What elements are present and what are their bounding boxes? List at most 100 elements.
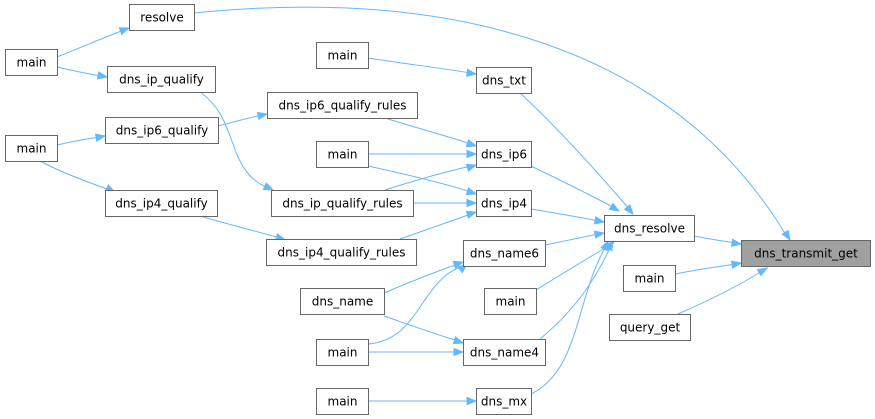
edge-line: [367, 265, 464, 345]
node-label: main: [328, 395, 358, 409]
edge-dns_mx-to-dns_resolve: [530, 239, 609, 395]
node-dns-name[interactable]: dns_name: [300, 288, 385, 315]
node-box[interactable]: [476, 67, 532, 94]
edge-line: [199, 215, 281, 239]
node-main-c[interactable]: main: [316, 42, 369, 69]
edge-dns_ip_qualify_rules-to-dns_ip6: [384, 163, 478, 191]
edge-main_c-to-dns_txt: [367, 57, 478, 77]
edge-dns_ip6_qualify-to-dns_ip6_qualify_rules: [217, 111, 269, 127]
node-box[interactable]: [316, 339, 369, 366]
arrowhead-icon: [453, 347, 465, 357]
node-main-h[interactable]: main: [623, 265, 676, 292]
node-box[interactable]: [476, 141, 532, 168]
node-dns-ip4[interactable]: dns_ip4: [476, 190, 532, 217]
edge-dns_ip4-to-dns_resolve: [530, 208, 606, 225]
arrowhead-icon: [465, 139, 478, 148]
node-dns-mx[interactable]: dns_mx: [476, 388, 532, 415]
node-box[interactable]: [129, 4, 195, 31]
node-dns-resolve[interactable]: dns_resolve: [604, 215, 695, 242]
edge-line: [399, 213, 472, 240]
edge-line: [530, 245, 607, 395]
node-label: dns_resolve: [614, 222, 685, 236]
node-dns-txt[interactable]: dns_txt: [476, 67, 532, 94]
node-dns-ip6-qualify[interactable]: dns_ip6_qualify: [105, 117, 219, 144]
arrowhead-icon: [94, 133, 107, 142]
node-box[interactable]: [267, 92, 418, 119]
node-box[interactable]: [476, 388, 532, 415]
arrowhead-icon: [452, 336, 465, 345]
edge-main_d-to-dns_ip6: [367, 149, 478, 159]
node-box[interactable]: [484, 288, 537, 315]
node-box[interactable]: [5, 135, 58, 162]
node-dns-name6[interactable]: dns_name6: [463, 240, 546, 267]
edge-line: [539, 245, 612, 340]
node-box[interactable]: [609, 314, 691, 341]
node-main-b[interactable]: main: [5, 135, 58, 162]
node-main-e[interactable]: main: [316, 339, 369, 366]
arrowhead-icon: [730, 260, 743, 269]
arrowhead-icon: [262, 182, 275, 191]
node-label: query_get: [620, 321, 681, 335]
edge-line: [383, 263, 459, 294]
edge-line: [530, 208, 600, 222]
edge-main_h-to-dns_transmit_get: [674, 260, 743, 275]
node-box[interactable]: [316, 141, 369, 168]
node-box[interactable]: [300, 288, 385, 315]
node-resolve[interactable]: resolve: [129, 4, 195, 31]
edge-main_a-to-resolve: [56, 27, 131, 58]
node-dns-ip6-qualify-rules[interactable]: dns_ip6_qualify_rules: [267, 92, 418, 119]
node-label: dns_mx: [481, 395, 527, 409]
edge-dns_name-to-dns_name6: [383, 260, 465, 294]
node-box[interactable]: [623, 265, 676, 292]
node-box[interactable]: [316, 42, 369, 69]
node-dns-ip4-qualify-rules[interactable]: dns_ip4_qualify_rules: [266, 239, 417, 266]
arrowhead-icon: [256, 111, 269, 121]
node-main-a[interactable]: main: [5, 49, 58, 76]
edge-line: [674, 263, 737, 275]
edge-line: [535, 244, 611, 291]
node-box[interactable]: [5, 49, 58, 76]
node-box[interactable]: [266, 239, 417, 266]
edge-line: [677, 270, 763, 315]
node-main-g[interactable]: main: [316, 388, 369, 415]
arrowhead-icon: [465, 163, 478, 172]
edge-dns_ip6-to-dns_resolve: [530, 165, 621, 212]
node-box[interactable]: [604, 215, 695, 242]
node-box[interactable]: [107, 66, 216, 93]
edge-line: [56, 29, 125, 58]
edge-main_d-to-dns_ip4: [367, 165, 478, 196]
node-dns-ip6[interactable]: dns_ip6: [476, 141, 532, 168]
node-box[interactable]: [741, 240, 871, 267]
node-label: resolve: [140, 11, 183, 25]
edges-layer: [39, 6, 791, 406]
node-box[interactable]: [463, 339, 546, 366]
edge-line: [383, 315, 459, 342]
node-query-get[interactable]: query_get: [609, 314, 691, 341]
arrowhead-icon: [600, 239, 609, 252]
node-box[interactable]: [316, 388, 369, 415]
node-label: main: [328, 49, 358, 63]
node-label: dns_name4: [470, 346, 539, 360]
node-main-d[interactable]: main: [316, 141, 369, 168]
node-dns-ip-qualify-rules[interactable]: dns_ip_qualify_rules: [271, 190, 414, 217]
node-dns-transmit-get[interactable]: dns_transmit_get: [741, 240, 871, 267]
nodes-layer: dns_transmit_get resolve main dns_ip_qualif…: [5, 4, 871, 415]
node-box[interactable]: [476, 190, 532, 217]
edge-line: [199, 91, 269, 189]
node-dns-ip-qualify[interactable]: dns_ip_qualify: [107, 66, 216, 93]
node-box[interactable]: [463, 240, 546, 267]
node-main-f[interactable]: main: [484, 288, 537, 315]
node-dns-ip4-qualify[interactable]: dns_ip4_qualify: [105, 190, 218, 217]
node-box[interactable]: [271, 190, 414, 217]
edge-dns_resolve-to-dns_transmit_get: [693, 235, 743, 247]
node-box[interactable]: [105, 190, 218, 217]
arrowhead-icon: [731, 238, 743, 247]
node-label: dns_ip4: [481, 197, 527, 211]
edge-dns_txt-to-dns_resolve: [519, 92, 634, 216]
edge-line: [693, 235, 737, 244]
node-dns-name4[interactable]: dns_name4: [463, 339, 546, 366]
arrowhead-icon: [593, 216, 606, 225]
node-box[interactable]: [105, 117, 219, 144]
edge-main_a-to-dns_ip_qualify: [56, 66, 109, 80]
arrowhead-icon: [466, 396, 478, 406]
